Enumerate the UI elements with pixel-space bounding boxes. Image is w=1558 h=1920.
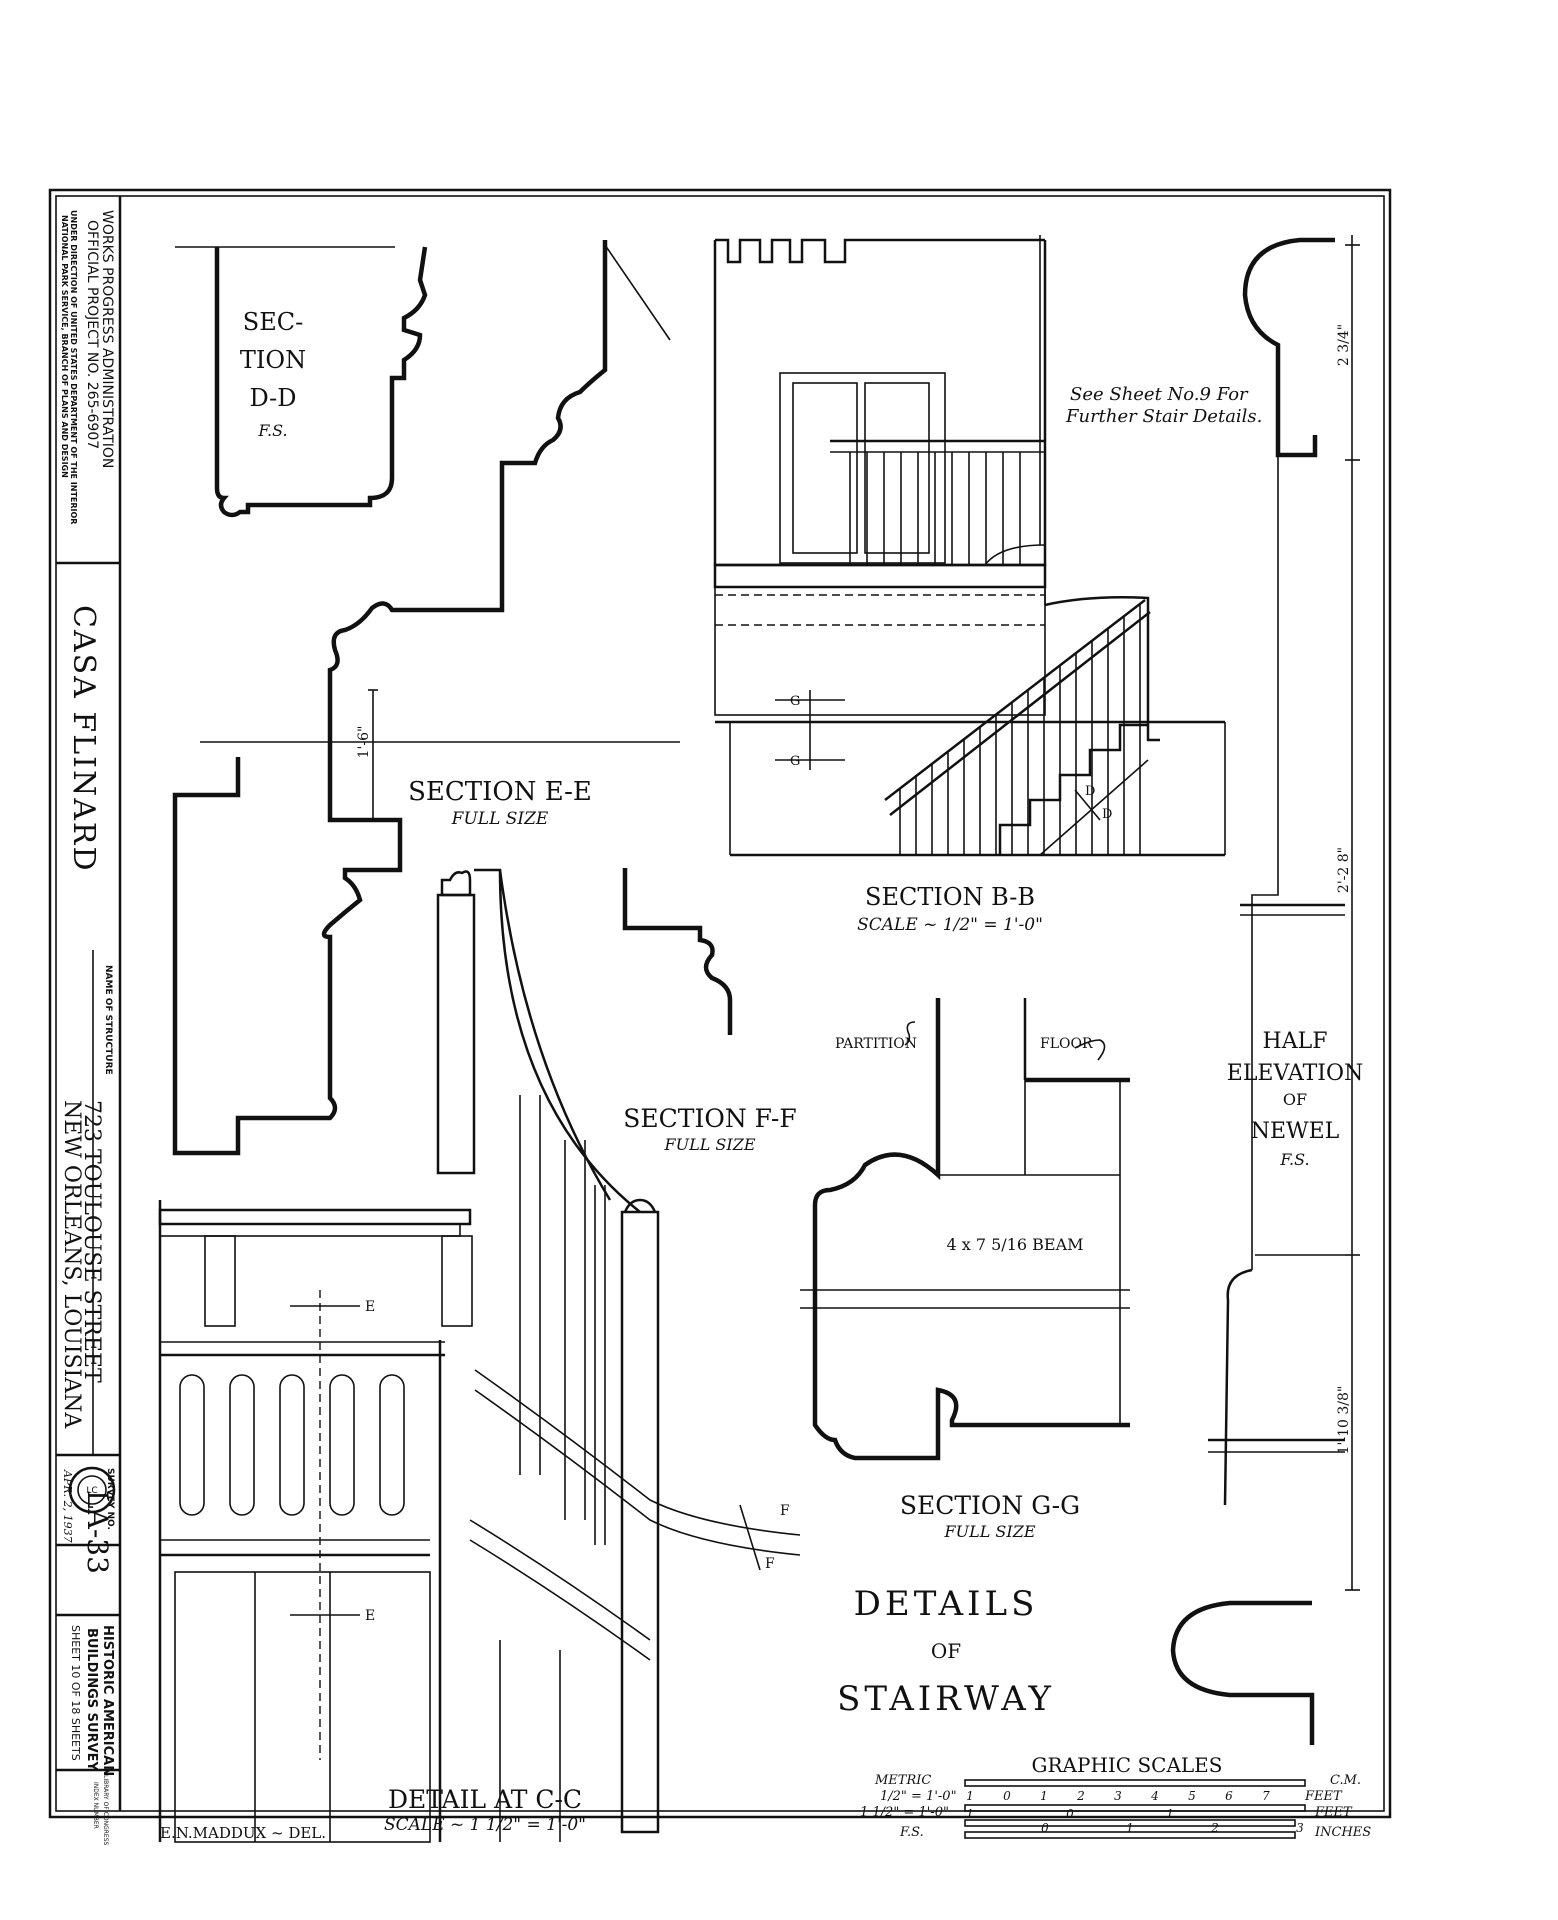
- section-ff-profile: SECTION F-F FULL SIZE: [622, 868, 797, 1154]
- detail-cc-cut-e1: E: [365, 1299, 375, 1315]
- section-ee-title: SECTION E-E: [408, 777, 592, 807]
- scale-fs-label: F.S.: [899, 1825, 924, 1840]
- section-bb-cut-d2: D: [1102, 807, 1112, 822]
- section-gg-beam: 4 x 7 5/16 BEAM: [946, 1235, 1083, 1254]
- scale-metric-tick-0: 1: [966, 1789, 974, 1803]
- section-dd-profile: SEC- TION D-D F.S.: [175, 246, 428, 518]
- habs-seal: LC: [68, 1466, 116, 1514]
- section-bb-note-line1: See Sheet No.9 For: [1070, 384, 1249, 405]
- scale-metric-tick-5: 4: [1150, 1789, 1159, 1803]
- detail-cc-cut-e2: E: [365, 1608, 375, 1624]
- section-ff-scale: FULL SIZE: [664, 1135, 756, 1154]
- scale-inches-tick-0: 0: [1041, 1821, 1049, 1835]
- newel-line2: ELEVATION: [1227, 1061, 1363, 1086]
- scale-metric-label: METRIC: [874, 1773, 931, 1788]
- section-dd-scale: F.S.: [257, 421, 287, 440]
- scale-metric-tick-1: 0: [1003, 1789, 1011, 1803]
- newel-line3: OF: [1283, 1090, 1307, 1109]
- scale-inches-label: INCHES: [1314, 1825, 1371, 1840]
- newel-half-elevation: 2 3/4" 2'-2 8" 1'-10 3/8" HALF ELEVATION…: [1170, 235, 1363, 1745]
- section-ee-profile: 1'-6" SECTION E-E FULL SIZE: [172, 240, 680, 1156]
- section-dd-line2: TION: [240, 346, 306, 374]
- scale-metric-tick-3: 2: [1076, 1789, 1085, 1803]
- newel-line1: HALF: [1263, 1029, 1328, 1054]
- newel-scale: F.S.: [1279, 1150, 1309, 1169]
- section-gg-floor: FLOOR: [1040, 1036, 1093, 1052]
- section-bb-cut-g2: G: [790, 754, 800, 769]
- sheet-title-line1: DETAILS: [854, 1584, 1039, 1624]
- sheet-title: DETAILS OF STAIRWAY: [837, 1584, 1055, 1719]
- section-gg-partition: PARTITION: [835, 1036, 917, 1052]
- name-of-structure-label: NAME OF STRUCTURE: [103, 965, 113, 1075]
- scale-row3-tick-2: 1: [1166, 1807, 1174, 1821]
- habs-line1: HISTORIC AMERICAN: [100, 1625, 115, 1776]
- section-bb-title: SECTION B-B: [865, 883, 1035, 911]
- scale-metric-tick-2: 1: [1040, 1789, 1048, 1803]
- sheet-number-line: SHEET 10 OF 18 SHEETS: [69, 1625, 82, 1761]
- scale-metric-tick-6: 5: [1188, 1789, 1196, 1803]
- survey-date: APR. 2, 1937: [61, 1469, 74, 1543]
- detail-cc-title: DETAIL AT C-C: [388, 1785, 582, 1814]
- address-line2: NEW ORLEANS, LOUISIANA: [59, 1100, 84, 1429]
- scale-inches-tick-3: 3: [1296, 1821, 1304, 1835]
- scale-row3-tick-1: 0: [1066, 1807, 1074, 1821]
- section-gg-title: SECTION G-G: [900, 1491, 1080, 1520]
- newel-line4: NEWEL: [1251, 1119, 1340, 1144]
- section-bb-cut-g1: G: [790, 694, 800, 709]
- newel-dim-bottom: 1'-10 3/8": [1336, 1386, 1352, 1455]
- admin-line4: NATIONAL PARK SERVICE, BRANCH OF PLANS A…: [60, 215, 69, 478]
- section-ee-dimension: 1'-6": [356, 726, 372, 759]
- library-line1: LIBRARY OF CONGRESS: [102, 1775, 109, 1846]
- title-block: WORKS PROGRESS ADMINISTRATION OFFICIAL P…: [56, 196, 122, 1846]
- section-gg-scale: FULL SIZE: [944, 1522, 1036, 1541]
- sheet-title-line2: OF: [931, 1639, 961, 1663]
- scale-row3-label: 1 1/2" = 1'-0": [860, 1805, 949, 1820]
- survey-number: LA-33: [81, 1490, 114, 1574]
- admin-line2: OFFICIAL PROJECT NO. 265-6907: [84, 220, 100, 449]
- section-dd-line1: SEC-: [243, 308, 303, 336]
- section-ff-title: SECTION F-F: [623, 1104, 796, 1133]
- newel-dim-top: 2 3/4": [1336, 324, 1352, 366]
- section-gg-drawing: PARTITION FLOOR 4 x 7 5/16 BEAM SECTION …: [800, 998, 1130, 1541]
- detail-cc-scale: SCALE ~ 1 1/2" = 1'-0": [384, 1815, 586, 1835]
- address-line1: 723 TOULOUSE STREET: [79, 1100, 104, 1383]
- section-dd-line3: D-D: [249, 384, 296, 412]
- detail-cc-drawing: E E F F DETAIL AT C-C SCALE ~ 1 1/2" = 1…: [158, 868, 801, 1843]
- section-bb-note-line2: Further Stair Details.: [1065, 406, 1262, 427]
- sheet-border: [48, 188, 1392, 1819]
- survey-no-label: SURVEY NO.: [105, 1468, 115, 1530]
- scale-metric-tick-8: 7: [1262, 1789, 1270, 1803]
- library-line2: INDEX NUMBER: [92, 1782, 99, 1829]
- graphic-scales: GRAPHIC SCALES METRIC C.M. 1/2" = 1'-0" …: [860, 1753, 1371, 1840]
- scale-inches-tick-2: 2: [1210, 1821, 1219, 1835]
- detail-cc-cut-f2: F: [765, 1556, 775, 1572]
- detail-cc-cut-f1: F: [780, 1503, 790, 1519]
- delineator-credit: E.N.MADDUX ~ DEL.: [160, 1824, 326, 1842]
- admin-line1: WORKS PROGRESS ADMINISTRATION: [99, 210, 115, 468]
- structure-title: CASA FLINARD: [66, 605, 101, 873]
- scale-feet2-label: FEET: [1314, 1805, 1353, 1820]
- section-bb-drawing: G G D D See Sheet No.9 For Further Stair…: [713, 235, 1262, 935]
- sheet-title-line3: STAIRWAY: [837, 1679, 1055, 1719]
- admin-line3: UNDER DIRECTION OF UNITED STATES DEPARTM…: [69, 210, 78, 524]
- section-bb-scale: SCALE ~ 1/2" = 1'-0": [857, 915, 1043, 935]
- section-ee-scale: FULL SIZE: [451, 809, 549, 829]
- newel-dim-mid: 2'-2 8": [1336, 847, 1352, 893]
- scale-row2-label: 1/2" = 1'-0": [880, 1789, 957, 1804]
- scale-inches-tick-1: 1: [1126, 1821, 1134, 1835]
- scale-metric-tick-4: 3: [1114, 1789, 1122, 1803]
- graphic-scales-title: GRAPHIC SCALES: [1032, 1753, 1223, 1777]
- scale-feet1-label: FEET: [1304, 1789, 1343, 1804]
- scale-metric-tick-7: 6: [1225, 1789, 1233, 1803]
- scale-cm-label: C.M.: [1330, 1773, 1361, 1788]
- scale-row3-tick-0: 1: [966, 1807, 974, 1821]
- habs-line2: BUILDINGS SURVEY: [84, 1628, 99, 1772]
- sheet-inner-border: [55, 195, 1385, 1812]
- section-bb-cut-d1: D: [1085, 784, 1095, 799]
- svg-text:LC: LC: [86, 1486, 97, 1496]
